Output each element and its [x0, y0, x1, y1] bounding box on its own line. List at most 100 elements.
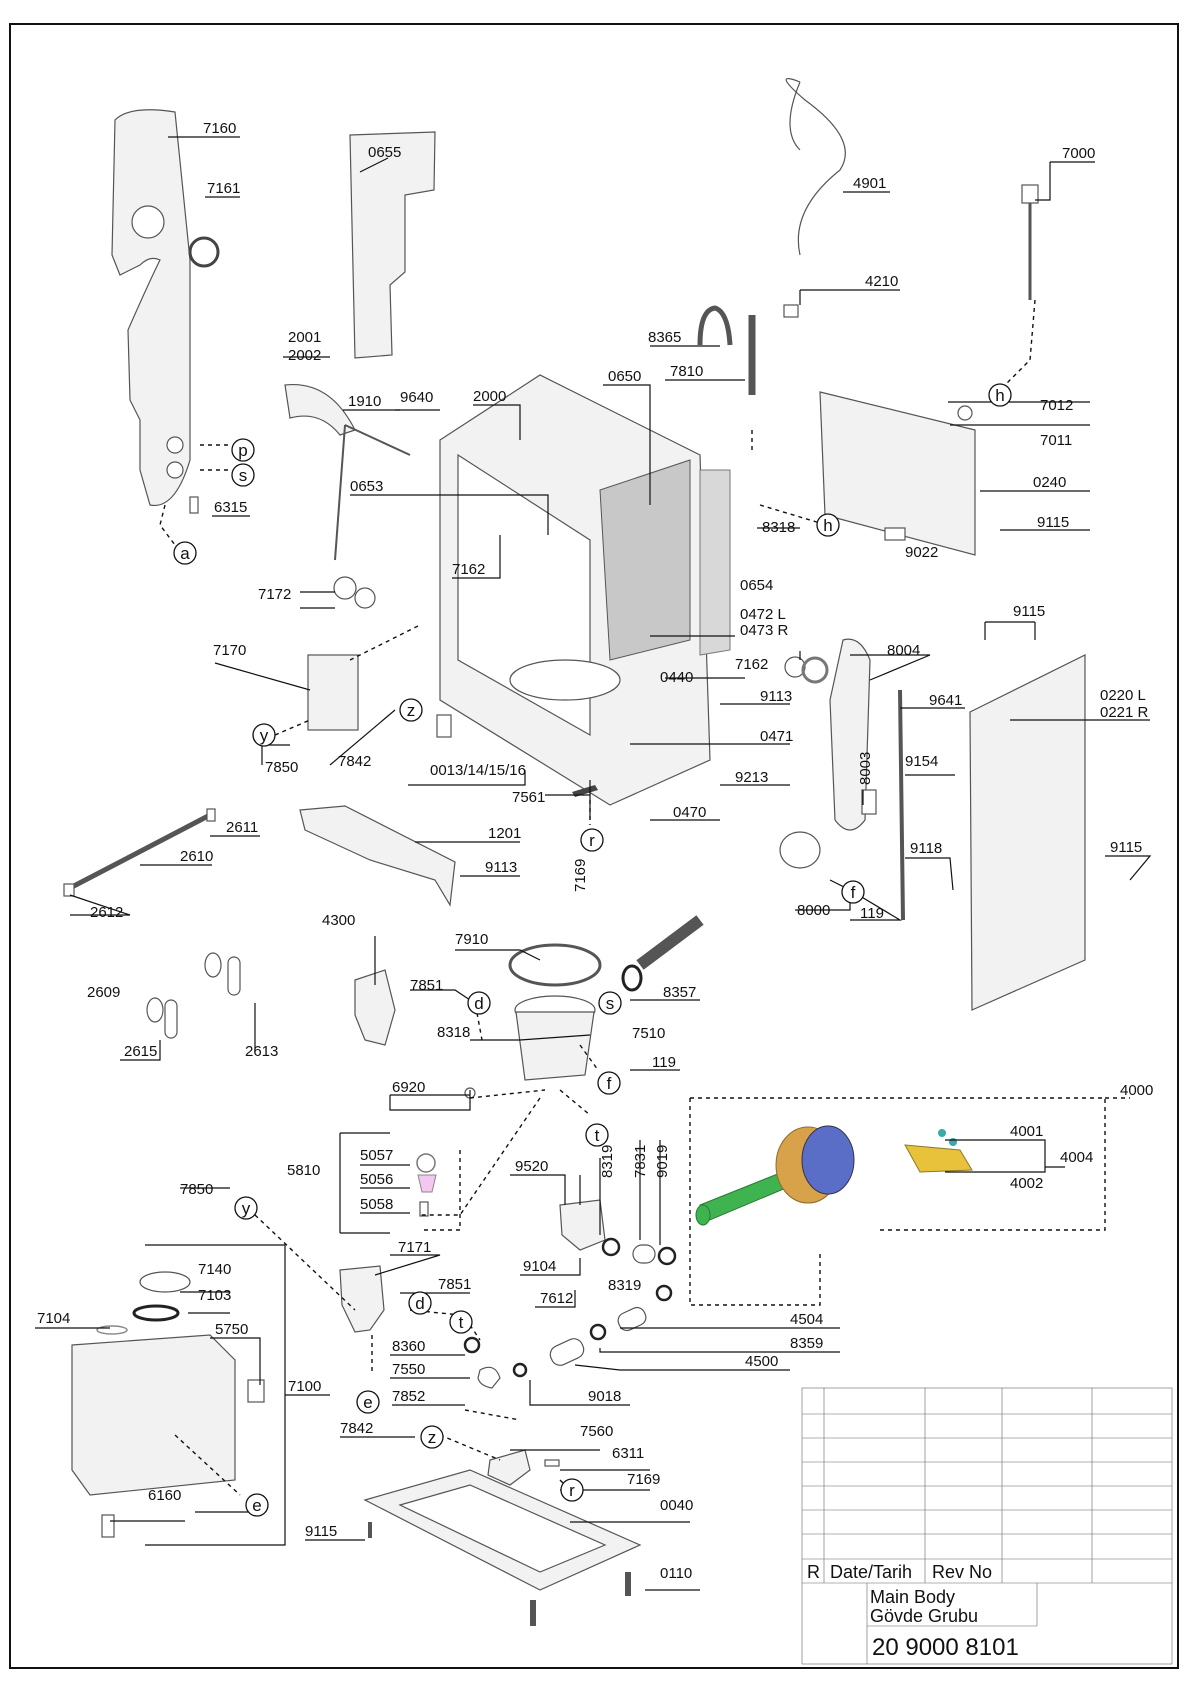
label-119b: 119 — [652, 1054, 676, 1071]
drain-hose-8357 — [636, 915, 704, 970]
label-4001: 4001 — [1010, 1123, 1043, 1140]
label-5058: 5058 — [360, 1196, 393, 1213]
cable-4901 — [785, 78, 846, 256]
svg-text:e: e — [252, 1496, 261, 1515]
heater-end — [695, 1204, 711, 1226]
label-1910: 1910 — [348, 393, 381, 410]
svg-text:p: p — [238, 441, 247, 460]
callout-s: s — [598, 991, 622, 1015]
label-7851: 7851 — [410, 977, 443, 994]
ring-7103 — [132, 1304, 180, 1322]
label-0471: 0471 — [760, 728, 793, 745]
label-7910: 7910 — [455, 931, 488, 948]
rod-1910 — [334, 424, 411, 561]
label-9118: 9118 — [910, 840, 942, 857]
screw-6311 — [544, 1459, 560, 1467]
heater-motor — [801, 1125, 855, 1195]
inlet-valve-head — [1021, 184, 1039, 204]
label-2001: 2001 — [288, 329, 321, 346]
clamp-8360 — [463, 1336, 481, 1354]
grille-2615b — [227, 956, 241, 996]
clip-6315 — [189, 496, 199, 514]
label-7161: 7161 — [207, 180, 240, 197]
svg-text:z: z — [407, 701, 416, 720]
bearing-7172b — [354, 587, 376, 609]
foot-0110a — [625, 1572, 631, 1596]
title-block: R Date/Tarih Rev No Main Body Gövde Grub… — [801, 1387, 1173, 1665]
label-9154: 9154 — [905, 753, 938, 770]
label-6920: 6920 — [392, 1079, 425, 1096]
svg-text:d: d — [415, 1294, 424, 1313]
label-0221R: 0221 R — [1100, 704, 1149, 721]
label-8004: 8004 — [887, 642, 920, 659]
bearing-7172 — [333, 576, 357, 600]
seal-strip-9641 — [898, 689, 905, 921]
callout-f: f — [597, 1071, 621, 1095]
label-0040: 0040 — [660, 1497, 693, 1514]
screw-4001a — [938, 1129, 946, 1137]
title-block-part-number: 20 9000 8101 — [872, 1634, 1019, 1661]
clip-6160 — [101, 1514, 115, 1538]
drain-7560 — [487, 1449, 531, 1486]
label-8319: 8319 — [599, 1145, 616, 1178]
label-7510: 7510 — [632, 1025, 665, 1042]
label-4210: 4210 — [865, 273, 898, 290]
label-2609: 2609 — [87, 984, 120, 1001]
side-panel-0220 — [969, 654, 1086, 1011]
label-9115d: 9115 — [305, 1523, 337, 1540]
drawing-frame — [9, 23, 1179, 1669]
lower-arm-8004 — [829, 638, 871, 831]
screw-9115 — [368, 1522, 372, 1538]
svg-text:y: y — [260, 726, 269, 745]
label-7560: 7560 — [580, 1423, 613, 1440]
label-8003: 8003 — [857, 752, 874, 785]
ring-7162 — [801, 656, 829, 684]
front-panel-0240 — [819, 391, 976, 556]
label-0240: 0240 — [1033, 474, 1066, 491]
svg-text:h: h — [823, 516, 832, 535]
fitting-s — [166, 461, 184, 479]
svg-text:e: e — [363, 1393, 372, 1412]
label-9115: 9115 — [1037, 514, 1069, 531]
svg-text:r: r — [569, 1481, 575, 1500]
side-arm-part — [111, 109, 191, 507]
label-9018: 9018 — [588, 1388, 621, 1405]
callout-d: d — [467, 991, 491, 1015]
valve-7171 — [339, 1265, 385, 1333]
hose-4500 — [549, 1338, 585, 1366]
cap-7140 — [139, 1271, 191, 1293]
label-2612: 2612 — [90, 904, 123, 921]
label-8318b: 8318 — [437, 1024, 470, 1041]
title-block-title-en: Main Body — [870, 1587, 955, 1607]
valve-5750 — [247, 1379, 265, 1403]
label-6315: 6315 — [214, 499, 247, 516]
callout-y: y — [234, 1196, 258, 1220]
connector-4210 — [783, 304, 799, 318]
svg-text:r: r — [589, 831, 595, 850]
clamp-8319b — [655, 1284, 673, 1302]
label-4504: 4504 — [790, 1311, 823, 1328]
label-8319b: 8319 — [608, 1277, 641, 1294]
label-8365: 8365 — [648, 329, 681, 346]
label-7850b: 7850 — [180, 1181, 213, 1198]
callout-e: e — [245, 1493, 269, 1517]
callout-t: t — [585, 1123, 609, 1147]
label-7011: 7011 — [1040, 432, 1072, 449]
bracket-7170 — [307, 654, 359, 731]
label-7103: 7103 — [198, 1287, 231, 1304]
label-0655: 0655 — [368, 144, 401, 161]
label-7162: 7162 — [452, 561, 485, 578]
seal-ring-7161 — [188, 236, 220, 268]
clip-5058 — [419, 1201, 429, 1217]
label-1201: 1201 — [488, 825, 521, 842]
title-block-rev-col: R — [807, 1562, 820, 1582]
label-7851b: 7851 — [438, 1276, 471, 1293]
label-9115c: 9115 — [1110, 839, 1142, 856]
label-5810: 5810 — [287, 1162, 320, 1179]
label-9019: 9019 — [654, 1145, 671, 1178]
clamp-9018 — [512, 1362, 528, 1378]
callout-r: r — [560, 1478, 584, 1502]
cap-2611 — [206, 808, 216, 822]
part-9022 — [884, 527, 906, 541]
